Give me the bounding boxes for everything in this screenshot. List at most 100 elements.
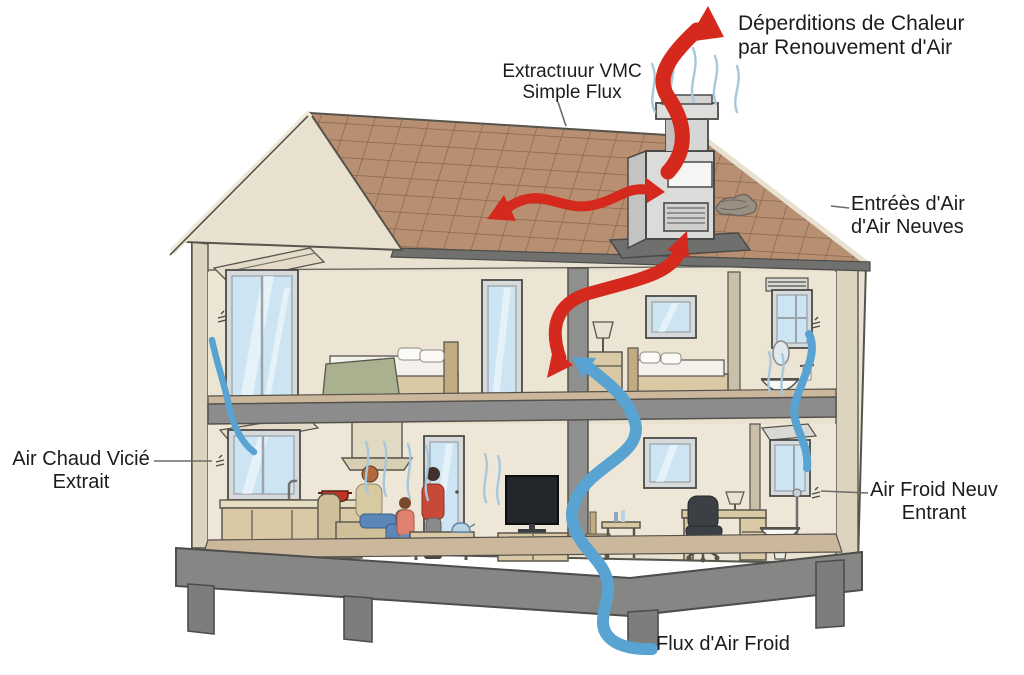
extraction-arrow-shaft — [548, 245, 687, 365]
kitchen-steam — [406, 442, 412, 500]
foundation-leg — [627, 609, 659, 647]
foundation-leg — [343, 595, 373, 643]
chimney-duct-shade — [666, 119, 675, 151]
roof-flow-arrowhead-right — [645, 177, 665, 203]
label-cold-air-line1: Air Froid Neuv — [870, 479, 998, 501]
hot-air-arrowheads — [487, 6, 724, 378]
pillow — [639, 351, 661, 364]
cold-air-arrowhead — [572, 357, 596, 378]
label-heat-loss: Déperditions de Chaleur par Renouvement … — [738, 12, 964, 60]
label-extractor-line1: Extractıuur VMC — [502, 61, 642, 82]
roof-flow-arrowhead-left — [487, 195, 516, 221]
pillow — [419, 349, 445, 363]
lamp-shade — [592, 321, 614, 339]
extraction-arrowhead-top — [667, 231, 689, 258]
bird-nest — [715, 193, 758, 217]
awning-slat — [225, 252, 317, 273]
kitchen-steam — [424, 444, 430, 502]
label-air-inlets-line2: d'Air Neuves — [851, 216, 964, 238]
exhaust-arrow-shaft — [655, 22, 705, 180]
air-inlets-leader-line — [830, 205, 850, 209]
window-bedroom-left — [225, 269, 299, 407]
label-warm-air-line2: Extrait — [52, 471, 110, 493]
pillow — [397, 347, 423, 361]
left-wall-side — [191, 241, 209, 549]
living-room-steam — [495, 454, 502, 506]
label-cold-flux: Flux d'Air Froid — [656, 633, 790, 655]
extractor-leader-line — [557, 101, 567, 127]
mirror — [772, 340, 790, 366]
pillow — [660, 352, 682, 365]
kitchen-steam — [382, 440, 388, 498]
foundation — [175, 546, 863, 647]
foundation-leg — [187, 583, 215, 635]
foundation-slab — [175, 546, 863, 618]
label-heat-loss-line2: par Renouvement d'Air — [738, 36, 953, 59]
unit-grille — [663, 202, 709, 232]
person-head — [361, 465, 379, 483]
window-inflow-left — [208, 336, 258, 456]
cold-air-leader-line — [820, 490, 869, 494]
cold-air-arrowheads — [572, 357, 596, 378]
window-inflow-right — [790, 330, 816, 472]
air-vent-marker-icon — [811, 486, 821, 499]
label-cold-air-line2: Entrant — [901, 502, 967, 524]
label-cold-flux-line1: Flux d'Air Froid — [656, 633, 790, 655]
exhaust-arrowhead — [687, 6, 724, 42]
tv-screen — [505, 475, 559, 525]
chimney-steam — [734, 64, 740, 114]
air-vent-marker-icon — [217, 310, 227, 323]
kitchen-steam — [364, 440, 370, 496]
label-leaders — [154, 101, 869, 494]
roof-right-fascia — [699, 134, 870, 266]
window-tall-middle — [481, 279, 523, 407]
child-head — [399, 497, 411, 509]
bedroom-left — [212, 247, 523, 410]
range-hood — [340, 419, 414, 471]
bathroom-steam — [767, 350, 772, 394]
person-head — [426, 467, 440, 481]
hot-air-flows — [501, 22, 705, 365]
steam-wisps — [364, 46, 785, 506]
roof-flow-shaft — [501, 184, 655, 214]
unit-side-face — [627, 149, 647, 250]
air-vent-marker-icon — [811, 316, 821, 329]
right-wall-side — [835, 264, 859, 563]
headboard — [443, 341, 459, 397]
person-torso — [355, 483, 383, 519]
nest-texture — [719, 199, 749, 211]
chimney-steam — [650, 62, 657, 114]
window-office — [643, 437, 697, 489]
roof — [169, 110, 872, 272]
faucet — [287, 479, 298, 500]
upstairs-bathroom-wall — [727, 271, 741, 397]
air-vent-markers — [215, 310, 821, 499]
chimney-steam — [712, 54, 719, 106]
cold-air-flows — [208, 330, 816, 656]
label-extractor-line2: Simple Flux — [522, 82, 622, 103]
extraction-arrowhead-bottom — [547, 349, 573, 378]
bathroom-upstairs — [760, 277, 815, 409]
window-bedroom-right — [645, 295, 697, 339]
window-bathroom-upstairs — [771, 289, 813, 349]
label-air-inlets: Entréès d'Air d'Air Neuves — [851, 193, 965, 239]
roof-gutter — [390, 247, 871, 272]
label-heat-loss-line1: Déperditions de Chaleur — [738, 12, 965, 35]
gable-fascia-edge — [169, 115, 309, 256]
foundation-leg — [815, 559, 845, 629]
label-warm-air-line1: Air Chaud Vicié — [12, 448, 150, 470]
window-bathroom-downstairs — [769, 439, 811, 497]
chimney-steam — [690, 46, 697, 104]
living-room-steam — [482, 452, 489, 504]
label-extractor: Extractıuur VMC Simple Flux — [500, 61, 644, 103]
bathroom-steam — [780, 352, 785, 396]
label-air-inlets-line1: Entréès d'Air — [851, 193, 965, 215]
label-warm-air-extracted: Air Chaud Vicié Extrait — [6, 448, 156, 494]
air-vent-marker-icon — [215, 454, 225, 467]
vent-grille — [765, 277, 809, 292]
cold-air-flux-line — [566, 361, 658, 656]
teapot — [451, 522, 476, 533]
label-cold-air-entering: Air Froid Neuv Entrant — [870, 479, 998, 525]
